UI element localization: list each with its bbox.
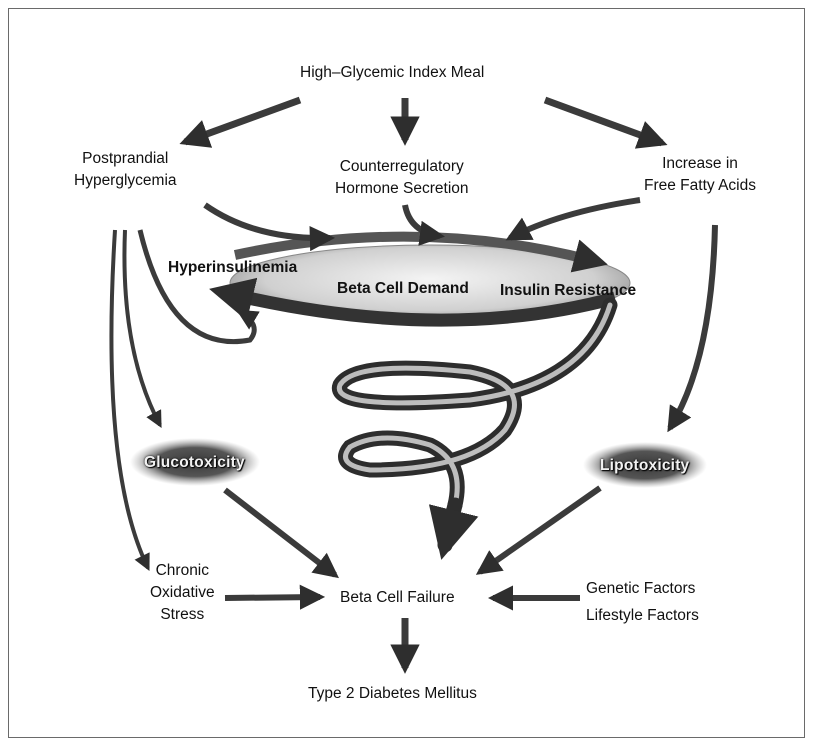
label-high-glycemic-meal: High–Glycemic Index Meal [300, 62, 484, 84]
label-postprandial-line1: Postprandial [74, 148, 177, 170]
arrow-oxidative-to-failure [225, 597, 320, 598]
arrow-lipotoxicity-to-failure [480, 488, 600, 572]
label-oxidative-line1: Chronic [150, 560, 215, 582]
arrow-hyperglycemia-to-glucotoxicity [124, 230, 160, 425]
label-fatty-line1: Increase in [644, 153, 756, 175]
label-oxidative-stress: Chronic Oxidative Stress [150, 560, 215, 626]
arrow-meal-to-hyperglycemia [185, 100, 300, 142]
label-beta-cell-demand: Beta Cell Demand [337, 278, 469, 300]
arrow-hormone-into-ribbon [405, 205, 440, 236]
label-beta-cell-failure: Beta Cell Failure [340, 587, 455, 609]
arrow-meal-to-fatty-acids [545, 100, 662, 143]
arrow-fatty-acids-into-ribbon [510, 200, 640, 238]
label-oxidative-line3: Stress [150, 604, 215, 626]
label-hyperinsulinemia: Hyperinsulinemia [168, 257, 297, 279]
label-postprandial-line2: Hyperglycemia [74, 170, 177, 192]
label-lipotoxicity: Lipotoxicity [600, 455, 689, 477]
label-postprandial-hyperglycemia: Postprandial Hyperglycemia [74, 148, 177, 192]
arrow-hyperglycemia-to-oxidative-stress [111, 230, 148, 568]
label-hormone-line1: Counterregulatory [335, 156, 469, 178]
label-insulin-resistance: Insulin Resistance [500, 280, 636, 302]
label-fatty-line2: Free Fatty Acids [644, 175, 756, 197]
arrow-fatty-acids-to-lipotoxicity [670, 225, 715, 428]
arrow-glucotoxicity-to-failure [225, 490, 335, 575]
label-type2-diabetes: Type 2 Diabetes Mellitus [308, 683, 477, 705]
label-free-fatty-acids: Increase in Free Fatty Acids [644, 153, 756, 197]
label-counterregulatory-hormone: Counterregulatory Hormone Secretion [335, 156, 469, 200]
arrow-hyperglycemia-into-ribbon [205, 205, 330, 238]
label-lifestyle-factors: Lifestyle Factors [586, 605, 699, 627]
label-hormone-line2: Hormone Secretion [335, 178, 469, 200]
label-oxidative-line2: Oxidative [150, 582, 215, 604]
label-genetic-factors: Genetic Factors [586, 578, 695, 600]
label-glucotoxicity: Glucotoxicity [144, 452, 245, 474]
